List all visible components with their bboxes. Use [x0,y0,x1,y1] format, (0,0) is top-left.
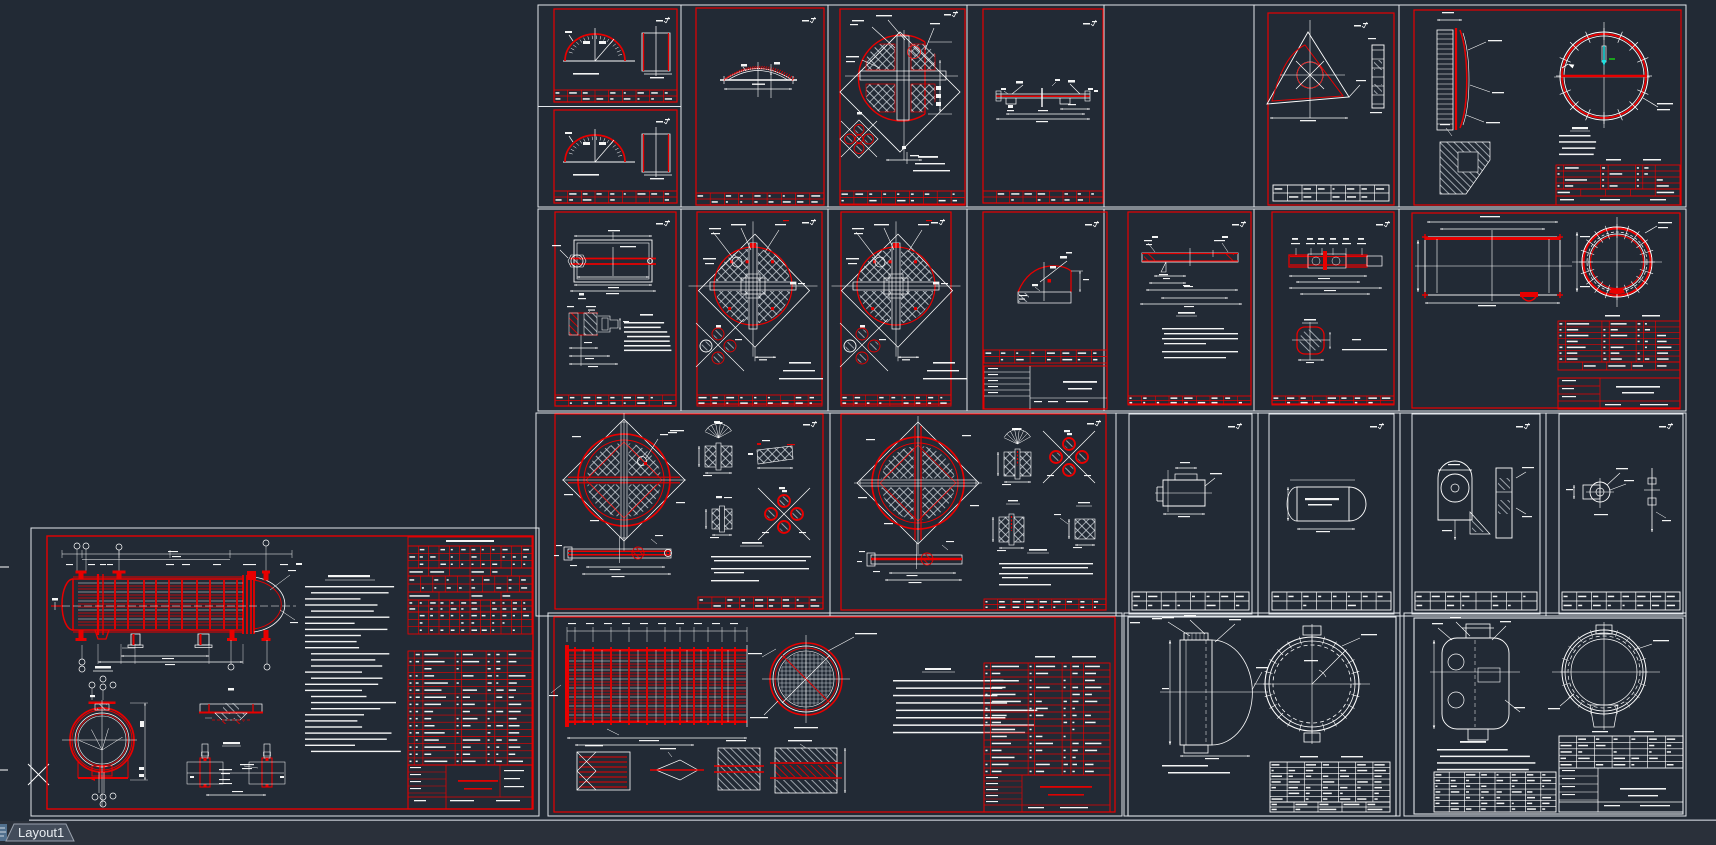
svg-text:Layout1: Layout1 [18,825,64,840]
